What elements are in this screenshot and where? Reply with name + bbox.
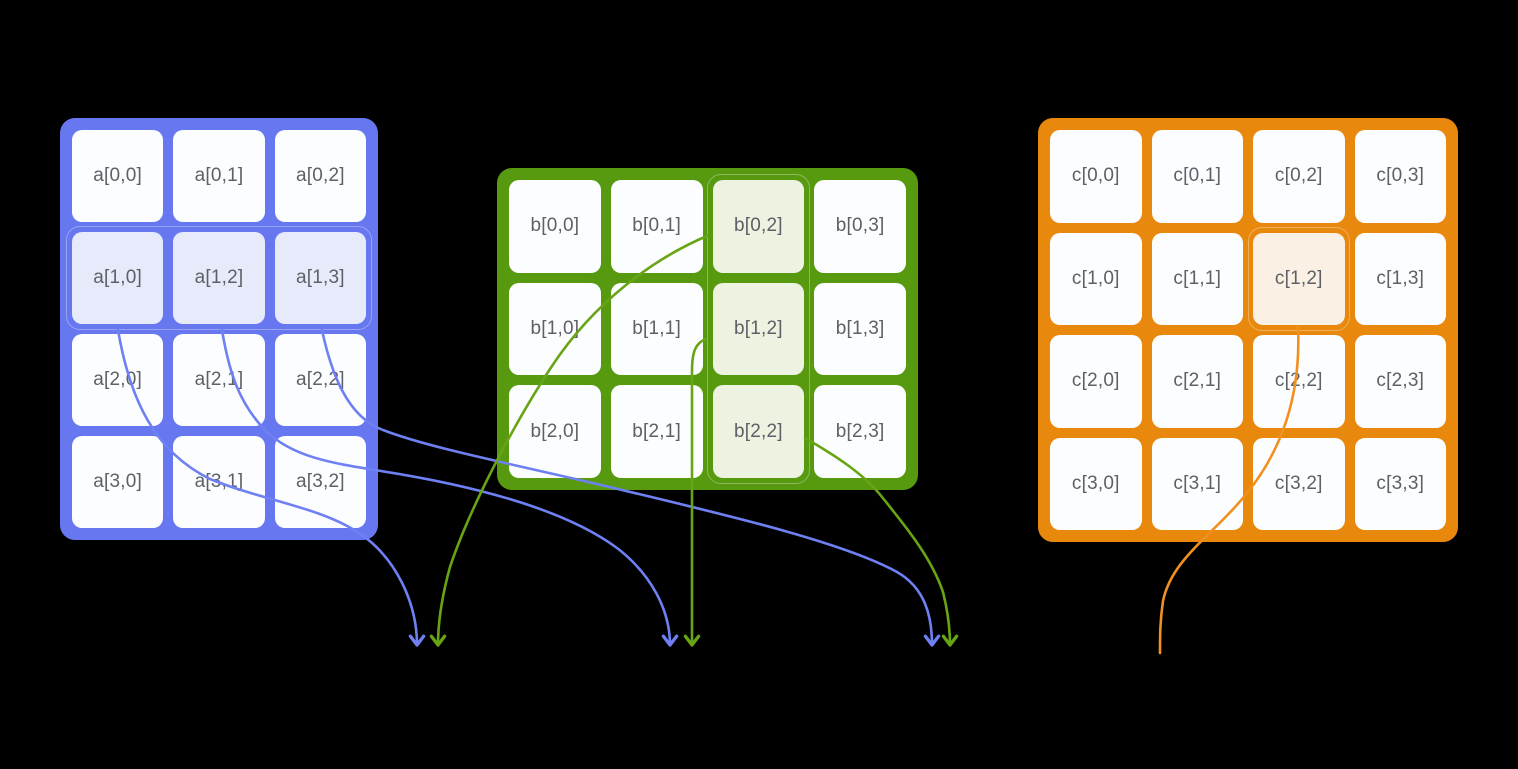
- matrix-cell-b-1-0: b[1,0]: [509, 282, 601, 376]
- matrix-cell-b-2-3: b[2,3]: [814, 385, 906, 478]
- matrix-cell-c-0-2: c[0,2]: [1253, 130, 1345, 223]
- matrix-cell-a-2-1: a[2,1]: [173, 334, 265, 426]
- matrix-cell-a-2-2: a[2,2]: [274, 334, 366, 426]
- matrix-cell-c-2-0: c[2,0]: [1050, 335, 1142, 428]
- matrix-a-grid: a[0,0]a[0,1]a[0,2]a[1,0]a[1,2]a[1,3]a[2,…: [60, 118, 378, 540]
- matrix-cell-a-1-1: a[1,2]: [173, 232, 265, 324]
- matrix-cell-c-3-1: c[3,1]: [1151, 437, 1243, 530]
- matrix-cell-c-3-3: c[3,3]: [1354, 437, 1446, 530]
- matrix-cell-c-2-1: c[2,1]: [1151, 335, 1243, 428]
- matrix-cell-a-3-0: a[3,0]: [72, 436, 164, 528]
- matrix-cell-c-2-2: c[2,2]: [1253, 335, 1345, 428]
- matrix-cell-b-2-2: b[2,2]: [712, 385, 805, 478]
- matrix-cell-b-0-1: b[0,1]: [610, 180, 703, 273]
- matrix-cell-a-0-2: a[0,2]: [274, 130, 366, 222]
- matrix-cell-c-0-1: c[0,1]: [1151, 130, 1243, 223]
- matrix-cell-b-1-1: b[1,1]: [610, 282, 703, 376]
- matrix-cell-c-1-1: c[1,1]: [1151, 232, 1243, 325]
- matrix-c-grid: c[0,0]c[0,1]c[0,2]c[0,3]c[1,0]c[1,1]c[1,…: [1038, 118, 1458, 542]
- matrix-cell-a-2-0: a[2,0]: [72, 334, 164, 426]
- matrix-cell-c-0-0: c[0,0]: [1050, 130, 1142, 223]
- matrix-cell-c-3-2: c[3,2]: [1253, 437, 1345, 530]
- matrix-b-grid: b[0,0]b[0,1]b[0,2]b[0,3]b[1,0]b[1,1]b[1,…: [497, 168, 918, 490]
- matrix-cell-b-2-1: b[2,1]: [610, 385, 703, 478]
- matrix-cell-a-3-2: a[3,2]: [274, 436, 366, 528]
- matrix-cell-b-0-2: b[0,2]: [712, 180, 805, 273]
- matrix-cell-a-0-1: a[0,1]: [173, 130, 265, 222]
- matrix-cell-c-2-3: c[2,3]: [1354, 335, 1446, 428]
- matrix-cell-a-3-1: a[3,1]: [173, 436, 265, 528]
- matrix-cell-b-0-3: b[0,3]: [814, 180, 906, 273]
- matrix-cell-b-1-3: b[1,3]: [814, 282, 906, 376]
- matrix-cell-b-0-0: b[0,0]: [509, 180, 601, 273]
- matrix-cell-a-1-0: a[1,0]: [72, 232, 164, 324]
- matrix-cell-a-1-2: a[1,3]: [274, 232, 366, 324]
- matrix-cell-c-0-3: c[0,3]: [1354, 130, 1446, 223]
- matrix-cell-c-1-3: c[1,3]: [1354, 232, 1446, 325]
- matrix-cell-c-1-2: c[1,2]: [1253, 232, 1345, 325]
- matrix-cell-a-0-0: a[0,0]: [72, 130, 164, 222]
- matrix-cell-b-2-0: b[2,0]: [509, 385, 601, 478]
- matrix-cell-b-1-2: b[1,2]: [712, 282, 805, 376]
- matrix-cell-c-1-0: c[1,0]: [1050, 232, 1142, 325]
- matrix-cell-c-3-0: c[3,0]: [1050, 437, 1142, 530]
